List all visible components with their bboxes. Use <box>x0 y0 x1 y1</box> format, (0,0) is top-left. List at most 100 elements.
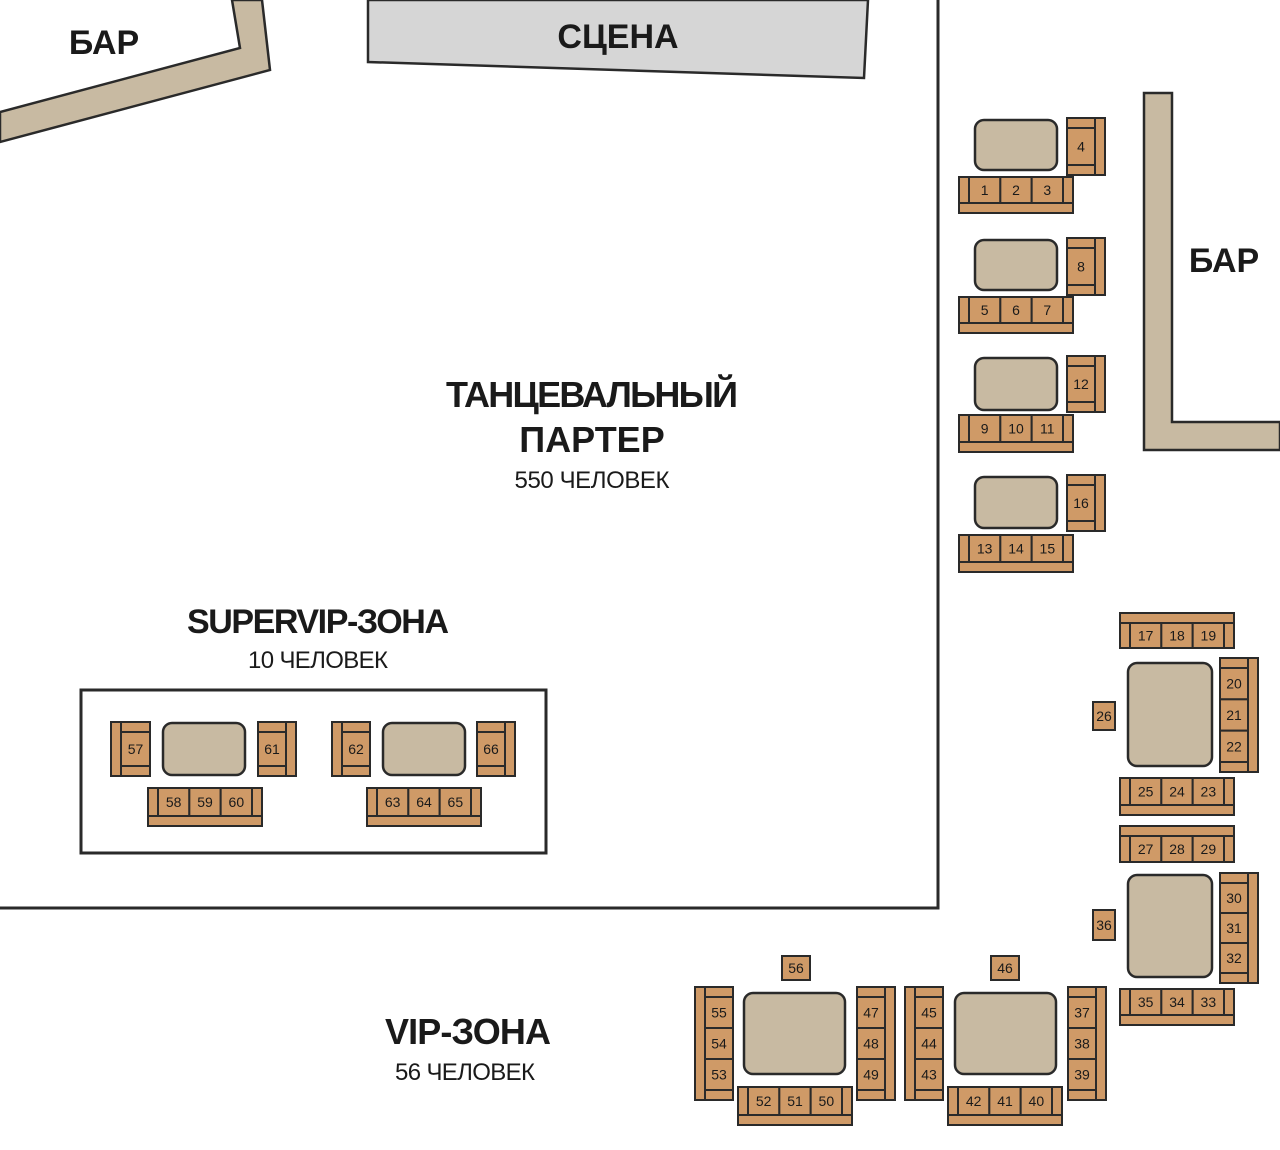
seat-number[interactable]: 44 <box>921 1036 937 1052</box>
stage-area <box>366 0 870 80</box>
seat-number[interactable]: 32 <box>1226 950 1242 966</box>
seat-number[interactable]: 59 <box>197 794 213 810</box>
seat-number[interactable]: 4 <box>1077 139 1085 155</box>
seat <box>341 731 371 767</box>
seat-number[interactable]: 8 <box>1077 259 1085 275</box>
seat-number[interactable]: 11 <box>1040 421 1055 437</box>
seat-number[interactable]: 31 <box>1226 920 1242 936</box>
seat-number[interactable]: 39 <box>1074 1067 1090 1083</box>
sofa: 55 54 53 <box>694 986 734 1101</box>
seat-number[interactable]: 51 <box>787 1093 803 1109</box>
seat-number[interactable]: 55 <box>711 1005 727 1021</box>
seat-number[interactable]: 49 <box>863 1067 879 1083</box>
chair: 46 <box>990 955 1020 981</box>
seat-number[interactable]: 35 <box>1138 994 1154 1010</box>
sofa-arm <box>1066 474 1096 486</box>
seat <box>1030 534 1064 563</box>
seat-number[interactable]: 43 <box>921 1067 937 1083</box>
seat-number[interactable]: 61 <box>264 741 280 757</box>
seat-number[interactable]: 25 <box>1138 784 1154 800</box>
seat-number[interactable]: 6 <box>1012 302 1020 318</box>
seat-number[interactable]: 3 <box>1043 182 1051 198</box>
seat-number[interactable]: 37 <box>1074 1005 1090 1021</box>
seat-number[interactable]: 30 <box>1226 890 1242 906</box>
seat-number[interactable]: 9 <box>981 421 989 437</box>
seat-number[interactable]: 19 <box>1201 628 1217 644</box>
seat-number[interactable]: 53 <box>711 1067 727 1083</box>
seat <box>1092 909 1116 941</box>
seat-number[interactable]: 60 <box>229 794 245 810</box>
seat-number[interactable]: 1 <box>981 182 989 198</box>
sofa-arm <box>1219 761 1249 773</box>
vip-title: VIP-ЗОНА <box>385 1011 551 1052</box>
seat-number[interactable]: 54 <box>711 1036 727 1052</box>
seat-number[interactable]: 40 <box>1029 1093 1045 1109</box>
seat-number[interactable]: 57 <box>128 741 144 757</box>
sofa: 9 10 11 <box>958 414 1074 453</box>
sofa-back <box>947 1114 1063 1126</box>
sofa-arm <box>1066 237 1096 249</box>
seat-number[interactable]: 36 <box>1096 917 1112 933</box>
seat-number[interactable]: 56 <box>788 960 804 976</box>
seat-number[interactable]: 38 <box>1074 1036 1090 1052</box>
seat-number[interactable]: 28 <box>1169 841 1185 857</box>
seat-number[interactable]: 62 <box>348 741 364 757</box>
seat-number[interactable]: 66 <box>483 741 499 757</box>
seat-number[interactable]: 42 <box>966 1093 982 1109</box>
sofa-arm <box>1062 176 1074 204</box>
sofa-arm <box>1119 777 1131 806</box>
seat-number[interactable]: 24 <box>1169 784 1185 800</box>
seat-number[interactable]: 16 <box>1073 495 1089 511</box>
seat-number[interactable]: 34 <box>1169 994 1185 1010</box>
seat-number[interactable]: 33 <box>1201 994 1217 1010</box>
seat-number[interactable]: 20 <box>1226 676 1242 692</box>
seat-number[interactable]: 17 <box>1138 628 1154 644</box>
seat-number[interactable]: 27 <box>1138 841 1154 857</box>
sofa-back <box>1119 1014 1235 1026</box>
seat-number[interactable]: 23 <box>1201 784 1217 800</box>
sofa-back <box>884 986 896 1101</box>
seat-number[interactable]: 26 <box>1096 708 1112 724</box>
seat <box>704 1027 734 1060</box>
sofa-arm <box>1219 872 1249 884</box>
sofa-arm <box>1062 414 1074 443</box>
seat-number[interactable]: 2 <box>1012 182 1020 198</box>
seat-number[interactable]: 50 <box>819 1093 835 1109</box>
seat-number[interactable]: 29 <box>1201 841 1217 857</box>
seat-number[interactable]: 13 <box>977 541 993 557</box>
seat-number[interactable]: 10 <box>1008 421 1024 437</box>
seat-number[interactable]: 65 <box>448 794 464 810</box>
seat-number[interactable]: 5 <box>981 302 989 318</box>
seat-number[interactable]: 15 <box>1040 541 1056 557</box>
seat-number[interactable]: 22 <box>1226 738 1242 754</box>
seat <box>120 731 151 767</box>
seat-number[interactable]: 7 <box>1043 302 1051 318</box>
seat-number[interactable]: 58 <box>166 794 182 810</box>
seat-number[interactable]: 18 <box>1169 628 1185 644</box>
seat-number[interactable]: 21 <box>1226 707 1242 723</box>
sofa-arm <box>120 721 151 733</box>
seat-number[interactable]: 48 <box>863 1036 879 1052</box>
seat-number[interactable]: 12 <box>1073 376 1089 392</box>
seat-number[interactable]: 14 <box>1008 541 1024 557</box>
seat-number[interactable]: 41 <box>997 1093 1013 1109</box>
seat-number[interactable]: 46 <box>997 960 1013 976</box>
seat-number[interactable]: 64 <box>416 794 432 810</box>
seat <box>476 731 506 767</box>
sofa-arm <box>841 1086 853 1116</box>
sofa: 52 51 50 <box>737 1086 853 1126</box>
seat <box>968 534 1002 563</box>
seat-number[interactable]: 47 <box>863 1005 879 1021</box>
sofa: 63 64 65 <box>366 787 482 827</box>
sofa: 4 <box>1066 117 1106 176</box>
sofa-back <box>1119 804 1235 816</box>
sofa-back <box>1247 657 1259 773</box>
seat-number[interactable]: 45 <box>921 1005 937 1021</box>
sofa-arm <box>1062 296 1074 324</box>
seat-number[interactable]: 52 <box>756 1093 772 1109</box>
seat <box>999 296 1033 324</box>
seat-number[interactable]: 63 <box>385 794 401 810</box>
sofa-arm <box>1219 972 1249 984</box>
sofa-back <box>1119 825 1235 837</box>
sofa-arm <box>1223 835 1235 863</box>
